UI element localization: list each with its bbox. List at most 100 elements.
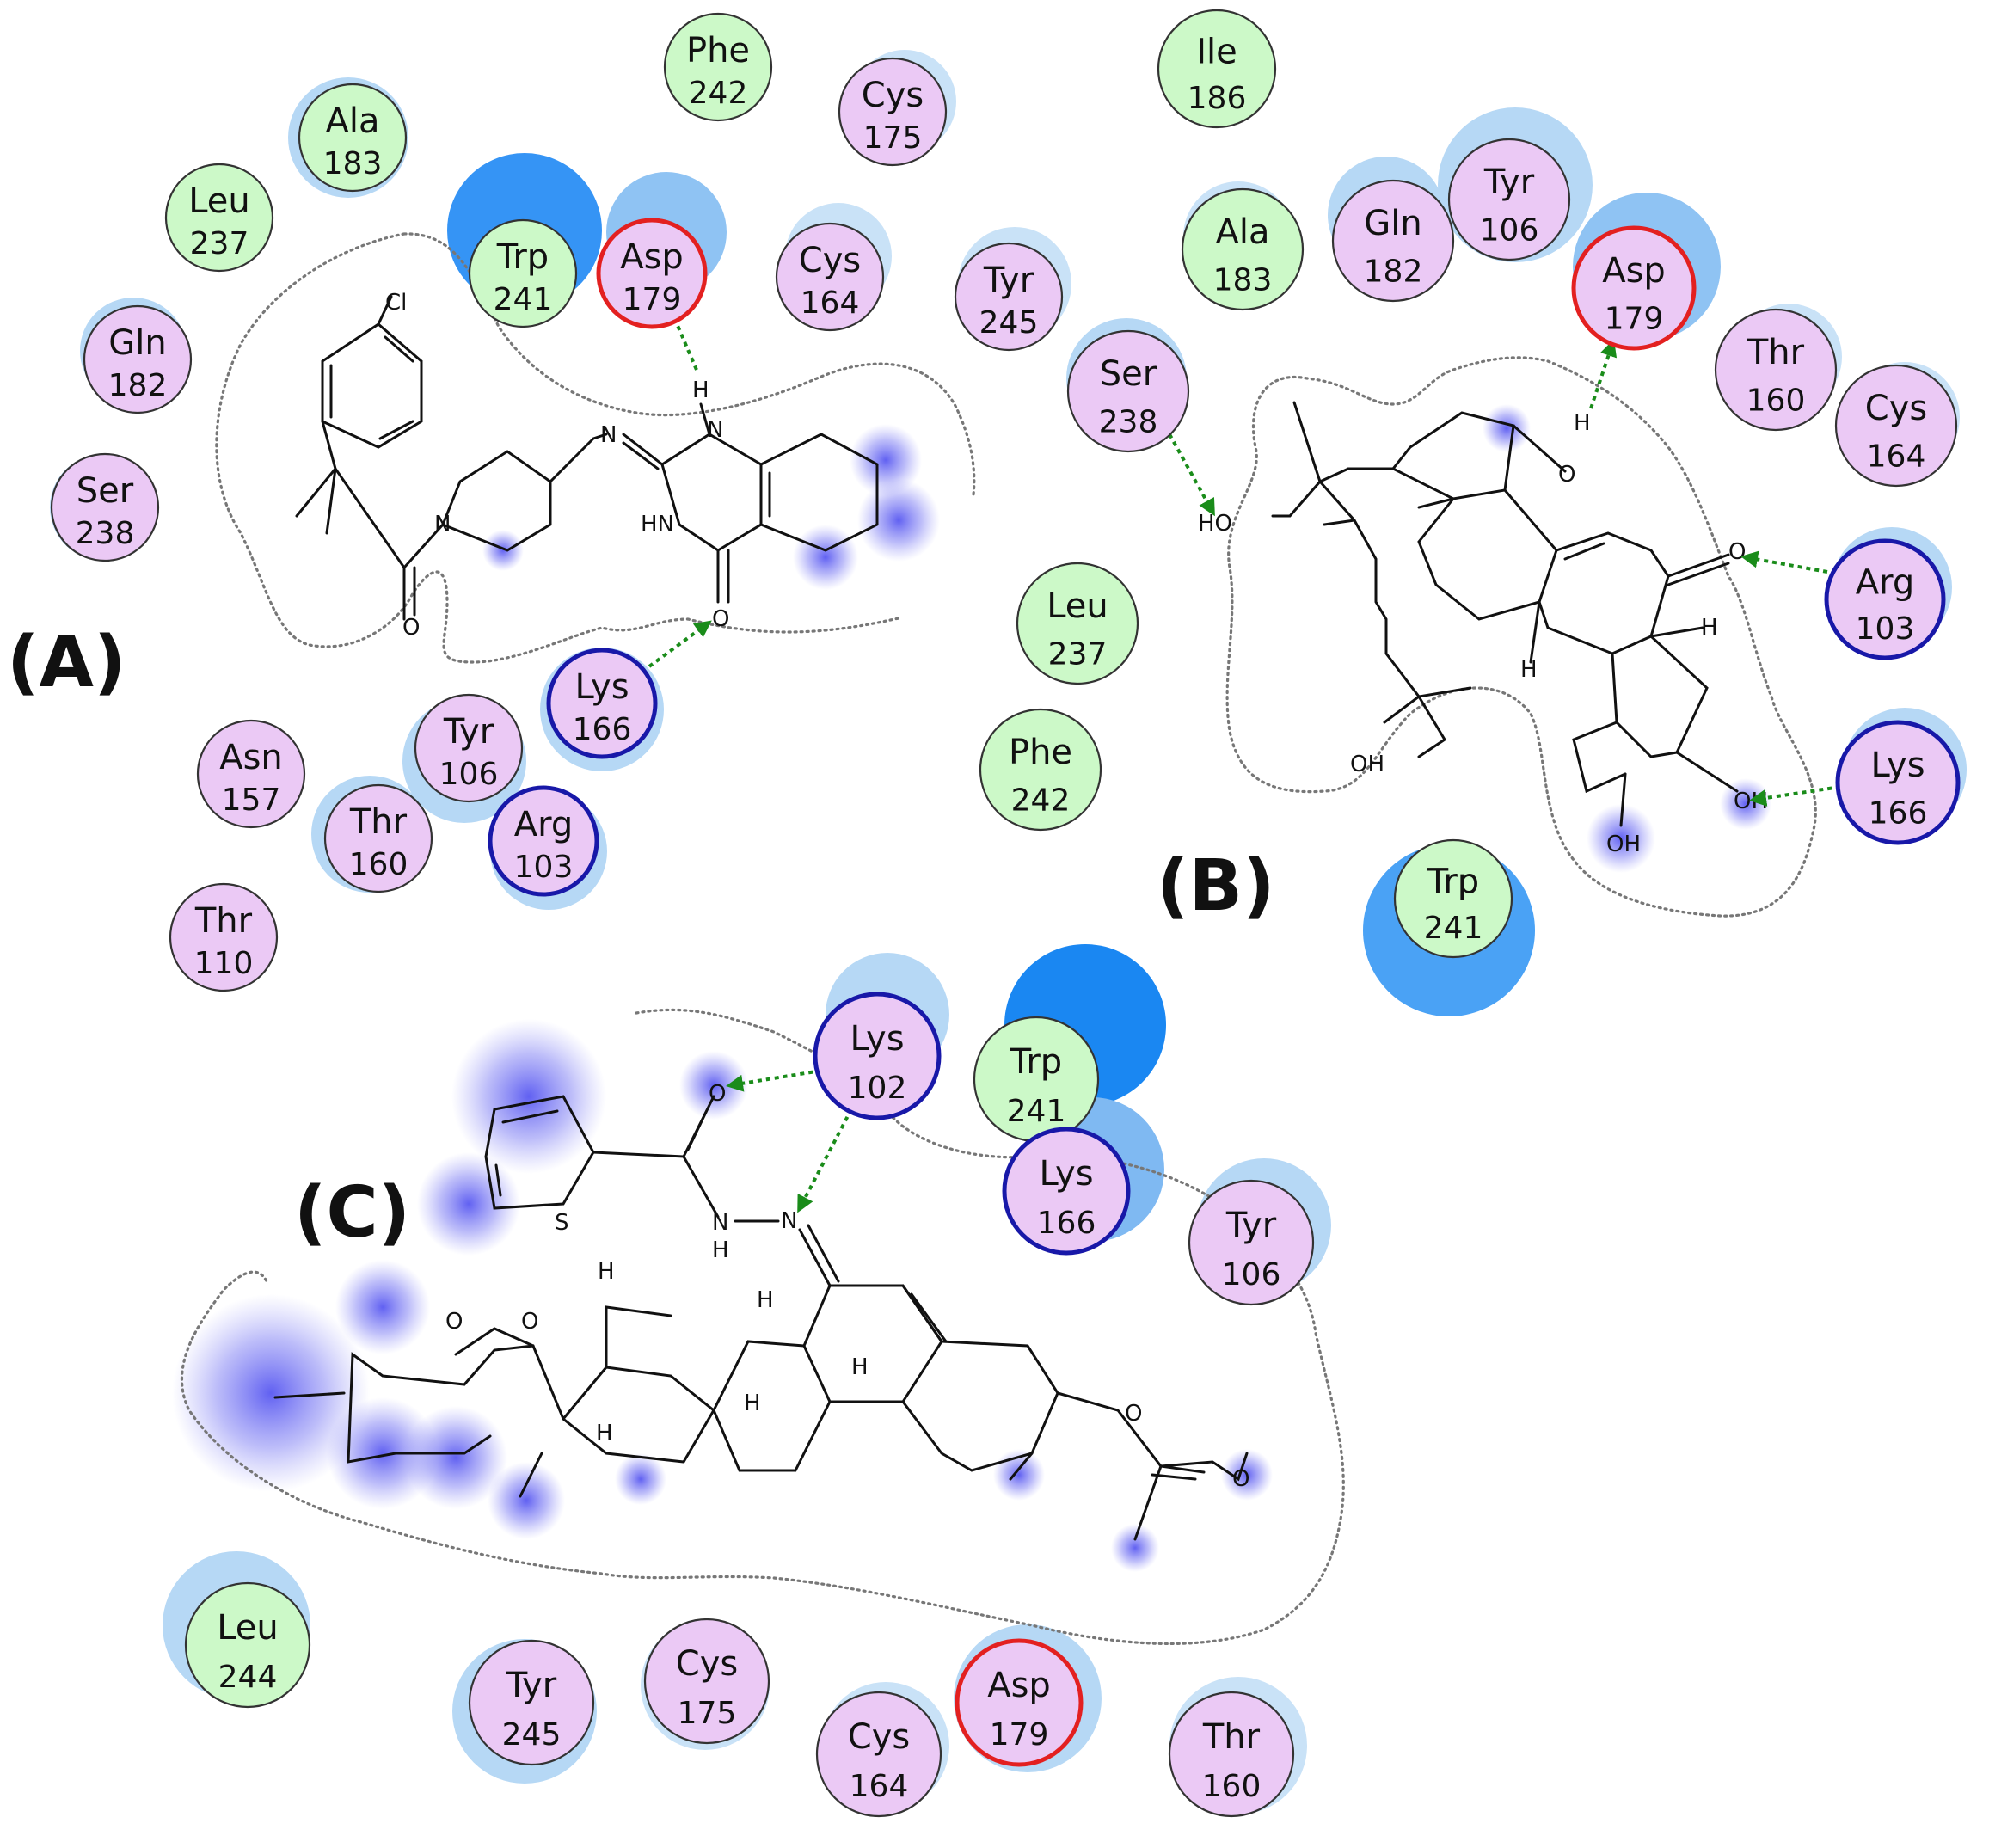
residue-circle: [184, 1581, 311, 1709]
residue-circle: [468, 1639, 595, 1766]
residue-name: Tyr: [983, 261, 1034, 300]
residue-name: Gln: [108, 323, 166, 363]
residue-number: 164: [1867, 439, 1926, 474]
residue-number: 160: [349, 847, 408, 882]
residue-asp-179: Asp 179: [955, 1638, 1084, 1767]
residue-circle: [1181, 187, 1305, 311]
ligand-exposure-glow: [1483, 404, 1531, 452]
atom-label: H: [596, 1421, 613, 1446]
residue-number: 245: [979, 305, 1039, 341]
ligand-exposure-glow: [1587, 804, 1655, 873]
residue-circle: [1571, 225, 1697, 351]
atom-label: N: [781, 1208, 797, 1234]
residue-name: Asn: [219, 738, 283, 777]
residue-circle: [815, 1691, 942, 1818]
residue-name: Ser: [77, 471, 134, 511]
atom-label: O: [712, 606, 729, 632]
hbond-line: [1589, 339, 1618, 409]
residue-number: 106: [439, 757, 499, 792]
residue-name: Trp: [1010, 1042, 1062, 1082]
residue-name: Cys: [862, 76, 924, 115]
hbond-line: [1168, 433, 1215, 517]
residue-name: Ala: [326, 101, 380, 141]
residue-name: Asp: [987, 1666, 1051, 1705]
residue-name: Lys: [1870, 746, 1925, 785]
atom-label: H: [1520, 657, 1538, 683]
residue-circle: [546, 648, 658, 759]
panel-label-a: (A): [7, 622, 126, 703]
residue-name: Lys: [574, 667, 629, 707]
residue-number: 241: [494, 282, 553, 317]
atom-label: H: [1701, 615, 1718, 641]
ligand-exposure-glow: [335, 1260, 430, 1354]
residue-gln-182: Gln 182: [83, 304, 193, 414]
residue-number: 103: [514, 850, 574, 885]
residue-circle: [643, 1618, 770, 1745]
residue-circle: [1714, 308, 1838, 432]
residue-name: Phe: [1009, 733, 1072, 772]
atom-label: H: [712, 1237, 729, 1263]
residue-circle: [1824, 538, 1946, 660]
residue-name: Tyr: [506, 1666, 557, 1705]
atom-label: O: [1232, 1466, 1249, 1492]
residue-number: 179: [623, 282, 682, 317]
residue-circle: [164, 163, 274, 273]
atom-label: O: [402, 615, 420, 641]
residue-circle: [1157, 9, 1277, 129]
residue-number: 179: [990, 1717, 1049, 1753]
residue-number: 237: [1048, 636, 1108, 672]
atom-label: OH: [1734, 789, 1768, 814]
atom-label: HN: [641, 512, 674, 537]
residue-circle: [954, 242, 1064, 352]
residue-name: Thr: [194, 901, 253, 941]
residue-name: Tyr: [1225, 1206, 1277, 1245]
residue-name: Arg: [514, 805, 574, 844]
residue-number: 242: [689, 76, 748, 111]
residue-number: 166: [573, 712, 632, 747]
hbond-line: [648, 620, 712, 668]
ligand-a: Cl N N N H HN O O: [295, 290, 879, 641]
residue-number: 164: [801, 285, 860, 321]
residue-number: 160: [1202, 1769, 1262, 1804]
residue-name: Thr: [1747, 333, 1805, 372]
hbond-line: [1749, 785, 1841, 807]
residue-number: 182: [108, 368, 168, 403]
ligand-exposure-glow: [793, 525, 858, 590]
ligand-exposure-glow: [1221, 1449, 1273, 1501]
residue-circle: [414, 693, 524, 803]
residue-name: Thr: [1202, 1717, 1261, 1757]
residue-name: Cys: [676, 1644, 738, 1684]
residue-number: 175: [678, 1696, 737, 1731]
atom-label: H: [1574, 410, 1591, 436]
residue-number: 241: [1424, 911, 1483, 946]
residue-circle: [169, 882, 279, 992]
ligand-exposure-glow: [1111, 1524, 1159, 1572]
residue-circle: [813, 992, 942, 1120]
atom-label: S: [555, 1210, 569, 1236]
residue-number: 238: [1099, 404, 1158, 439]
residue-name: Tyr: [443, 712, 494, 752]
atom-label: OH: [1350, 752, 1384, 777]
residue-number: 175: [863, 120, 923, 156]
pocket-contour-c: [180, 1008, 1345, 1646]
residue-tyr-245: Tyr 245: [954, 242, 1064, 352]
atom-label: H: [757, 1287, 774, 1313]
residue-number: 237: [190, 226, 249, 261]
atom-label: O: [445, 1309, 463, 1335]
residue-circle: [1393, 838, 1513, 959]
residue-circle: [1168, 1691, 1295, 1818]
residue-name: Leu: [217, 1608, 279, 1648]
